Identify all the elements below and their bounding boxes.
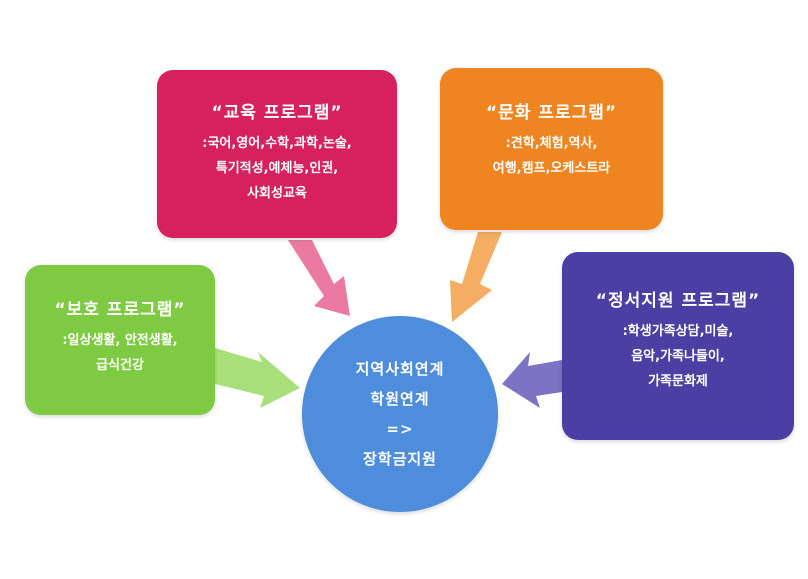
education-program-box: “교육 프로그램” :국어,영어,수학,과학,논술, 특기적성,예체능,인권, … xyxy=(157,70,397,238)
emotion-support-program-title: “정서지원 프로그램” xyxy=(595,291,761,311)
center-line-1: 지역사회연계 xyxy=(355,360,445,378)
protect-program-title: “보호 프로그램” xyxy=(54,300,186,320)
center-line-2: 학원연계 xyxy=(370,390,430,408)
arrow-emotion xyxy=(502,352,562,408)
protect-program-line-2: 급식건강 xyxy=(96,358,144,373)
emotion-support-program-line-1: :학생가족상담,미술, xyxy=(622,324,734,339)
center-line-3: => xyxy=(386,420,414,438)
arrow-protect xyxy=(215,348,300,408)
culture-program-box: “문화 프로그램” :견학,체험,역사, 여행,캠프,오케스트라 xyxy=(440,68,663,230)
culture-program-line-1: :견학,체험,역사, xyxy=(505,136,598,151)
culture-program-line-2: 여행,캠프,오케스트라 xyxy=(492,161,611,176)
education-program-line-3: 사회성교육 xyxy=(247,186,307,201)
emotion-support-program-box: “정서지원 프로그램” :학생가족상담,미술, 음악,가족나들이, 가족문화제 xyxy=(562,252,794,440)
emotion-support-program-line-3: 가족문화제 xyxy=(648,374,708,389)
center-circle: 지역사회연계 학원연계 => 장학금지원 xyxy=(302,316,498,512)
protect-program-box: “보호 프로그램” :일상생활, 안전생활, 급식건강 xyxy=(25,265,215,415)
protect-program-line-1: :일상생활, 안전생활, xyxy=(62,333,178,348)
education-program-line-1: :국어,영어,수학,과학,논술, xyxy=(202,136,352,151)
arrow-edu xyxy=(288,240,350,316)
arrow-culture xyxy=(450,232,502,322)
center-line-4: 장학금지원 xyxy=(362,450,437,468)
emotion-support-program-line-2: 음악,가족나들이, xyxy=(631,349,725,364)
education-program-title: “교육 프로그램” xyxy=(211,103,343,123)
culture-program-title: “문화 프로그램” xyxy=(485,103,618,123)
education-program-line-2: 특기적성,예체능,인권, xyxy=(215,161,339,176)
